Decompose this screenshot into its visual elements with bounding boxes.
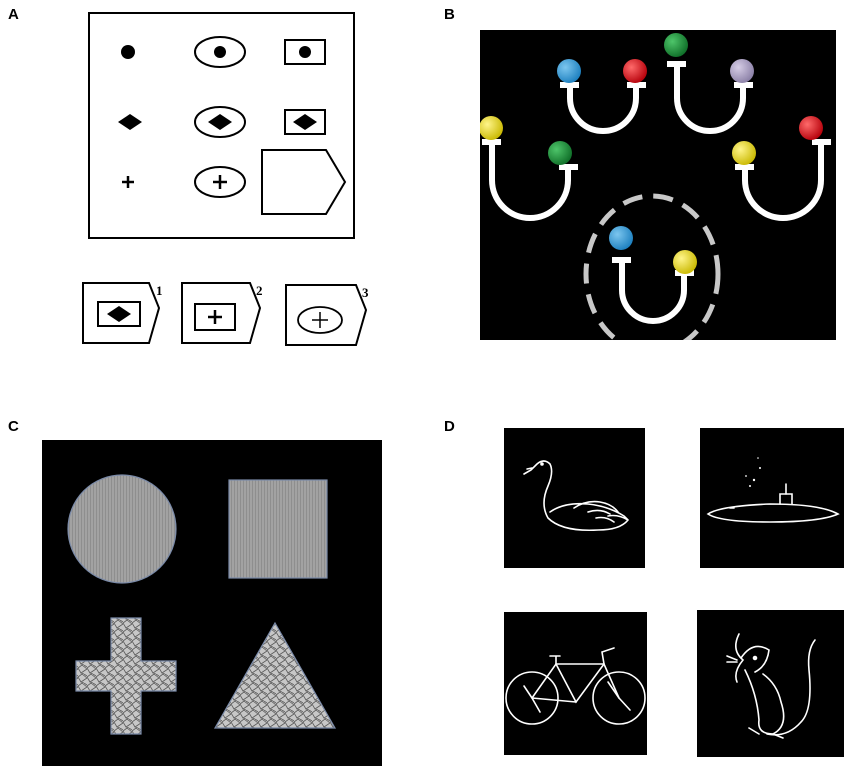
- answer-option-1[interactable]: [82, 282, 161, 344]
- option-number-2: 2: [256, 283, 263, 298]
- diamond-in-ellipse: [194, 106, 246, 138]
- blue-ball: [557, 59, 581, 83]
- swan-drawing-card: [504, 428, 645, 568]
- textured-shapes: [67, 474, 337, 735]
- submarine-drawing: [706, 457, 840, 523]
- bicycle-drawing: [505, 647, 646, 725]
- bicycle-drawing-card: [504, 612, 647, 755]
- blue-ball: [609, 226, 633, 250]
- circle-shape: [67, 474, 177, 584]
- yellow-ball: [732, 141, 756, 165]
- red-ball: [799, 116, 823, 140]
- panel-label-c: C: [8, 418, 19, 435]
- panel-label-b: B: [444, 6, 455, 23]
- dot-in-ellipse: [194, 36, 246, 68]
- dot-in-rectangle: [284, 39, 326, 65]
- u-shape-green-lilac: [667, 61, 753, 134]
- colored-u-stimuli-panel: [480, 30, 836, 340]
- swan-drawing: [523, 460, 629, 532]
- target-highlight-ring: [583, 193, 721, 340]
- cross-shape: [75, 617, 177, 735]
- textured-shapes-panel: [42, 440, 382, 766]
- cross-in-ellipse: [194, 166, 246, 198]
- option-number-3: 3: [362, 285, 369, 300]
- u-shape-yellow-green: [482, 139, 578, 221]
- u-shape-array: [480, 33, 831, 340]
- u-shape-blue-red: [560, 82, 646, 134]
- mouse-drawing-card: [697, 610, 844, 757]
- green-ball: [664, 33, 688, 57]
- green-ball: [548, 141, 572, 165]
- square-shape: [228, 479, 328, 579]
- mouse-drawing: [726, 633, 816, 739]
- answer-option-2[interactable]: [181, 282, 262, 344]
- submarine-drawing-card: [700, 428, 844, 568]
- answer-option-3[interactable]: [285, 284, 368, 346]
- matrix-grid: [88, 12, 355, 239]
- triangle-shape: [213, 621, 337, 729]
- diamond-in-rectangle: [284, 109, 326, 135]
- lilac-ball: [730, 59, 754, 83]
- yellow-ball: [673, 250, 697, 274]
- u-shape-yellow-red: [735, 139, 831, 221]
- matrix-puzzle-figure: 1 2 3: [82, 12, 369, 346]
- panel-label-a: A: [8, 6, 19, 23]
- option-number-1: 1: [156, 283, 163, 298]
- cross-shape: [122, 176, 134, 188]
- diamond-shape: [118, 114, 142, 130]
- missing-cell-placeholder: [261, 149, 347, 215]
- dot-shape: [121, 45, 135, 59]
- yellow-ball: [480, 116, 503, 140]
- red-ball: [623, 59, 647, 83]
- panel-label-d: D: [444, 418, 455, 435]
